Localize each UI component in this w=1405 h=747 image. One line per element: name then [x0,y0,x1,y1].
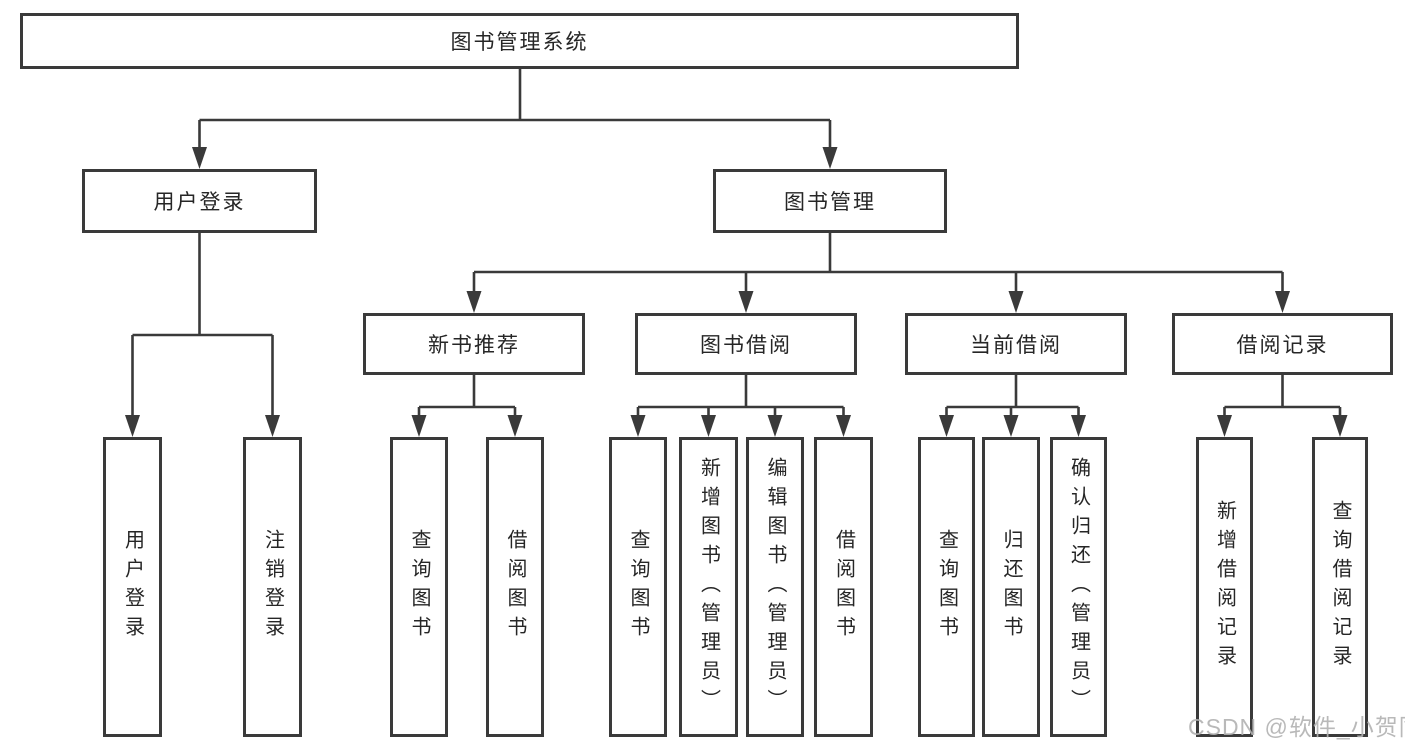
node-new-book-recommend: 新书推荐 [363,313,585,375]
node-label: 图书管理 [784,191,876,214]
leaf-current-confirm-return-admin: 确认归还（管理员） [1050,437,1107,737]
leaf-label: 用户登录 [121,529,144,645]
arrowhead-icon [1071,415,1086,437]
leaf-borrow-borrow-books: 借阅图书 [814,437,873,737]
leaf-label: 查询图书 [627,529,649,645]
node-label: 图书管理系统 [450,31,589,54]
node-borrow-records: 借阅记录 [1172,313,1393,375]
node-current-borrow: 当前借阅 [905,313,1127,375]
node-label: 当前借阅 [970,334,1062,357]
leaf-current-return-books: 归还图书 [982,437,1040,737]
leaf-borrow-add-book-admin: 新增图书（管理员） [679,437,738,737]
node-library-management-system: 图书管理系统 [20,13,1019,69]
leaf-logout: 注销登录 [243,437,302,737]
leaf-label: 查询图书 [408,529,430,645]
leaf-label: 归还图书 [1000,529,1022,645]
node-label: 新书推荐 [428,334,520,357]
arrowhead-icon [939,415,954,437]
arrowhead-icon [738,291,754,313]
arrowhead-icon [265,415,280,437]
node-label: 图书借阅 [700,334,792,357]
node-label: 用户登录 [153,191,246,214]
arrowhead-icon [836,415,851,437]
leaf-label: 注销登录 [261,529,284,645]
arrowhead-icon [701,415,716,437]
arrowhead-icon [1008,291,1024,313]
leaf-label: 借阅图书 [832,529,855,645]
arrowhead-icon [822,147,838,169]
leaf-borrow-query-books: 查询图书 [609,437,667,737]
node-user-login: 用户登录 [82,169,317,233]
arrowhead-icon [1217,415,1232,437]
connector-path [131,69,1342,421]
arrowhead-icon [1275,291,1290,313]
arrowhead-icon [767,415,783,437]
leaf-recommend-borrow-books: 借阅图书 [486,437,544,737]
leaf-label: 编辑图书（管理员） [764,456,786,718]
leaf-recommend-query-books: 查询图书 [390,437,448,737]
node-book-borrow: 图书借阅 [635,313,857,375]
arrowhead-icon [192,147,207,169]
leaf-records-query-record: 查询借阅记录 [1312,437,1368,737]
arrowhead-icon [411,415,427,437]
arrowhead-icon [630,415,646,437]
arrowhead-icon [125,415,140,437]
leaf-label: 借阅图书 [504,529,526,645]
node-label: 借阅记录 [1236,334,1329,357]
node-book-management: 图书管理 [713,169,947,233]
leaf-label: 查询图书 [935,529,958,645]
leaf-label: 查询借阅记录 [1329,500,1351,674]
leaf-records-add-record: 新增借阅记录 [1196,437,1253,737]
leaf-current-query-books: 查询图书 [918,437,975,737]
arrowhead-icon [466,291,482,313]
leaf-user-login: 用户登录 [103,437,162,737]
arrowhead-icon [1003,415,1019,437]
arrowhead-icon [1332,415,1348,437]
leaf-borrow-edit-book-admin: 编辑图书（管理员） [746,437,804,737]
watermark: CSDN @软件_小贺同学 [1188,714,1405,740]
leaf-label: 新增图书（管理员） [697,456,720,718]
arrowhead-icon [507,415,523,437]
leaf-label: 确认归还（管理员） [1067,456,1090,718]
leaf-label: 新增借阅记录 [1213,500,1236,674]
